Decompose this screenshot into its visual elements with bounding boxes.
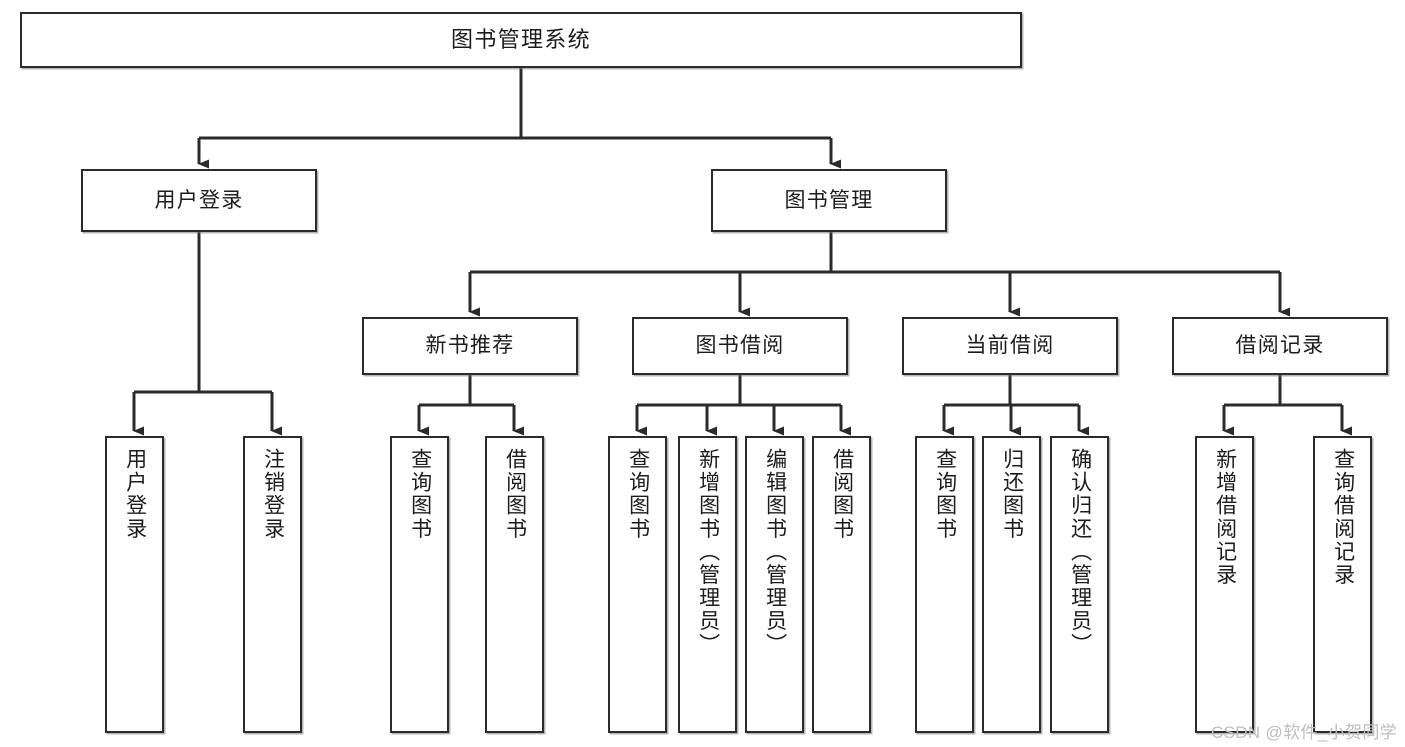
leaf-current-borrow-1[interactable]: 查询图书 [915,436,974,733]
node-borrow-record-label: 借阅记录 [1235,334,1325,358]
node-user-login-label: 用户登录 [154,188,244,212]
leaf-book-borrow-4[interactable]: 借阅图书 [812,436,871,733]
node-new-book-recommend[interactable]: 新书推荐 [362,317,578,375]
node-book-manage[interactable]: 图书管理 [711,169,947,232]
leaf-user-login-2[interactable]: 注销登录 [243,436,302,733]
leaf-user-login-1-label: 用户登录 [123,448,147,541]
node-book-manage-label: 图书管理 [784,188,874,212]
node-current-borrow-label: 当前借阅 [965,334,1055,358]
leaf-new-book-2[interactable]: 借阅图书 [485,436,544,733]
leaf-book-borrow-3-label: 编辑图书（管理员） [763,448,787,656]
node-root-label: 图书管理系统 [451,26,591,52]
leaf-new-book-1[interactable]: 查询图书 [390,436,449,733]
node-new-book-recommend-label: 新书推荐 [425,334,515,358]
node-book-borrow-label: 图书借阅 [695,334,785,358]
leaf-user-login-1[interactable]: 用户登录 [105,436,164,733]
node-user-login[interactable]: 用户登录 [81,169,317,232]
node-current-borrow[interactable]: 当前借阅 [902,317,1118,375]
leaf-new-book-1-label: 查询图书 [408,448,432,541]
leaf-current-borrow-3-label: 确认归还（管理员） [1068,448,1092,656]
leaf-book-borrow-1-label: 查询图书 [626,448,650,541]
node-root[interactable]: 图书管理系统 [20,12,1022,68]
leaf-new-book-2-label: 借阅图书 [503,448,527,541]
leaf-book-borrow-1[interactable]: 查询图书 [608,436,667,733]
leaf-current-borrow-2-label: 归还图书 [1000,448,1024,541]
leaf-borrow-record-2-label: 查询借阅记录 [1331,448,1355,587]
leaf-book-borrow-2-label: 新增图书（管理员） [696,448,720,656]
leaf-current-borrow-2[interactable]: 归还图书 [982,436,1041,733]
watermark: CSDN @软件_小贺同学 [1210,723,1397,742]
leaf-current-borrow-3[interactable]: 确认归还（管理员） [1050,436,1109,733]
leaf-current-borrow-1-label: 查询图书 [933,448,957,541]
node-book-borrow[interactable]: 图书借阅 [632,317,848,375]
leaf-borrow-record-1-label: 新增借阅记录 [1213,448,1237,587]
leaf-user-login-2-label: 注销登录 [261,448,285,541]
leaf-borrow-record-2[interactable]: 查询借阅记录 [1313,436,1372,733]
leaf-borrow-record-1[interactable]: 新增借阅记录 [1195,436,1254,733]
leaf-book-borrow-2[interactable]: 新增图书（管理员） [678,436,737,733]
leaf-book-borrow-4-label: 借阅图书 [830,448,854,541]
leaf-book-borrow-3[interactable]: 编辑图书（管理员） [745,436,804,733]
node-borrow-record[interactable]: 借阅记录 [1172,317,1388,375]
